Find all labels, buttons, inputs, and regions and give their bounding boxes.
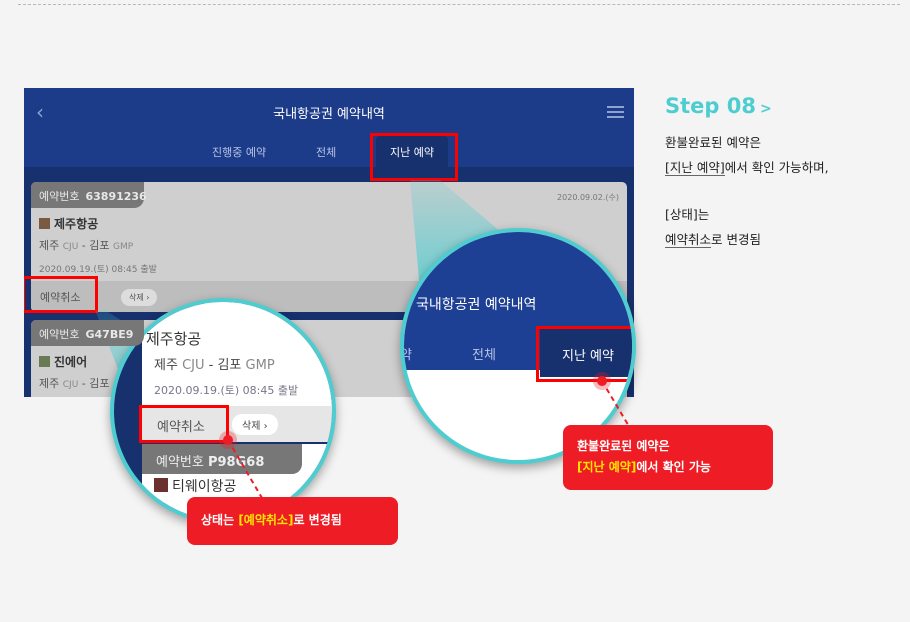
route: 제주 CJU - 김포 GMP — [39, 239, 134, 252]
divider — [18, 4, 900, 5]
highlight-box — [24, 276, 98, 313]
back-icon[interactable]: ‹ — [36, 100, 44, 124]
page-title: 국내항공권 예약내역 — [273, 107, 385, 122]
callout-text: 환불완료된 예약은 — [577, 439, 670, 453]
tab-past[interactable]: 지난 예약 — [376, 136, 448, 176]
app-header: ‹ 국내항공권 예약내역 진행중 예약 전체 지난 예약 — [24, 88, 634, 176]
zoom-circle-tabs: 국내항공권 예약내역 약 전체 지난 예약 — [400, 228, 636, 464]
zoom-tab-past: 지난 예약 — [540, 329, 632, 377]
route: 제주 CJU - 김포 — [39, 377, 110, 390]
zoom-status: 예약취소 — [157, 420, 205, 435]
highlight-box — [139, 405, 229, 443]
tab-all[interactable]: 전체 — [316, 146, 337, 159]
status-label: 예약취소 — [40, 291, 81, 304]
zoom-tab-all: 전체 — [472, 348, 496, 363]
delete-button[interactable]: 삭제 › — [121, 289, 158, 306]
zoom-airline: 제주항공 — [146, 330, 202, 348]
zoom-tab-ongoing: 약 — [400, 348, 412, 363]
step-description: Step 08> 환불완료된 예약은 [지난 예약]에서 확인 가능하며, [상… — [665, 94, 829, 252]
airline: 진에어 — [39, 353, 87, 370]
zoom-delete-button: 삭제 › — [232, 414, 278, 435]
callout-text: [지난 예약]에서 확인 가능 — [577, 460, 711, 474]
tab-ongoing[interactable]: 진행중 예약 — [212, 146, 267, 159]
step-text: 환불완료된 예약은 [지난 예약]에서 확인 가능하며, [상태]는 예약취소로… — [665, 135, 829, 248]
callout-past-tab: 환불완료된 예약은 [지난 예약]에서 확인 가능 — [563, 425, 773, 490]
zoom-airline: 티웨이항공 — [154, 478, 236, 495]
airline-logo-icon — [39, 356, 50, 367]
callout-status: 상태는 [예약취소]로 변경됨 — [187, 497, 398, 545]
step-title: Step 08> — [665, 94, 772, 118]
airline-logo-icon — [154, 478, 168, 492]
airline-logo-icon — [39, 218, 50, 229]
zoom-departure: 2020.09.19.(토) 08:45 출발 — [154, 384, 299, 397]
pointer-dot — [597, 376, 607, 386]
pointer-dot — [223, 435, 233, 445]
booking-date: 2020.09.02.(수) — [557, 193, 619, 202]
menu-icon[interactable] — [607, 106, 624, 118]
zoom-page-title: 국내항공권 예약내역 — [416, 297, 537, 313]
highlight-box — [536, 326, 632, 382]
zoom-route: 제주 CJU - 김포 GMP — [154, 358, 275, 373]
airline: 제주항공 — [39, 215, 98, 232]
departure: 2020.09.19.(토) 08:45 출발 — [39, 265, 157, 275]
highlight-box — [370, 133, 458, 181]
zoom-reservation-number: 예약번호 P98G68 — [142, 444, 302, 474]
